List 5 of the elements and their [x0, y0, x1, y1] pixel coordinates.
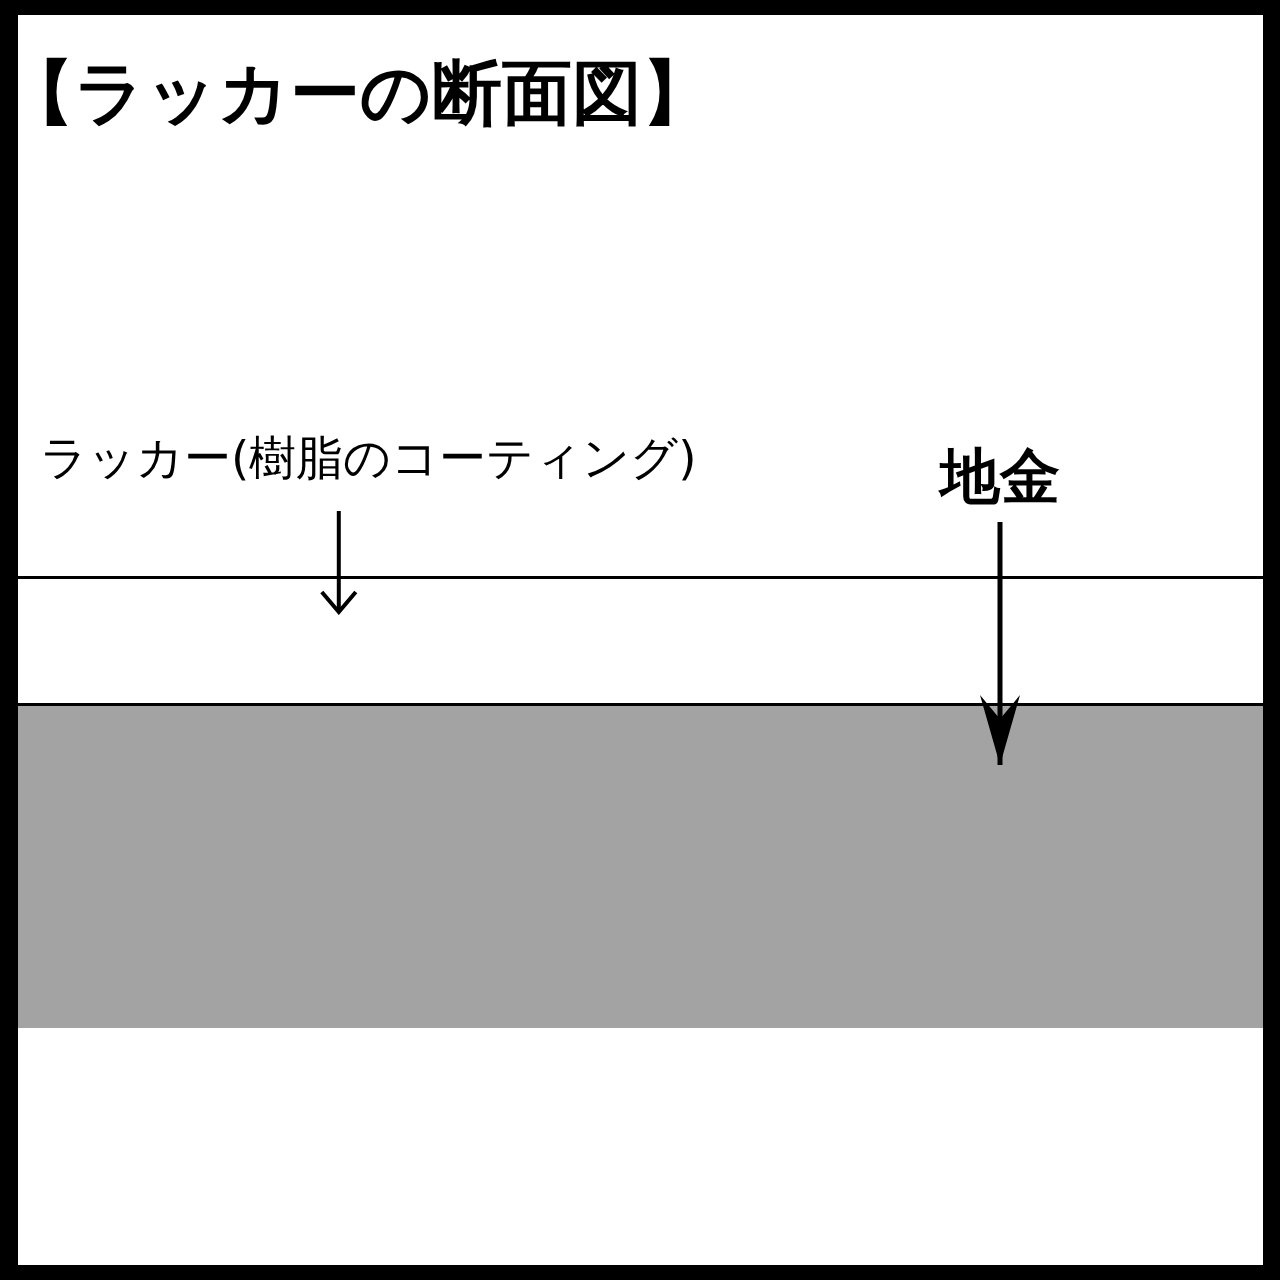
- coating-label: ラッカー(樹脂のコーティング): [40, 434, 697, 481]
- metal-label: 地金: [940, 446, 1060, 506]
- leader-arrow: [319, 511, 358, 614]
- diagram-title: 【ラッカーの断面図】: [4, 58, 712, 128]
- leader-arrow: [980, 522, 1020, 765]
